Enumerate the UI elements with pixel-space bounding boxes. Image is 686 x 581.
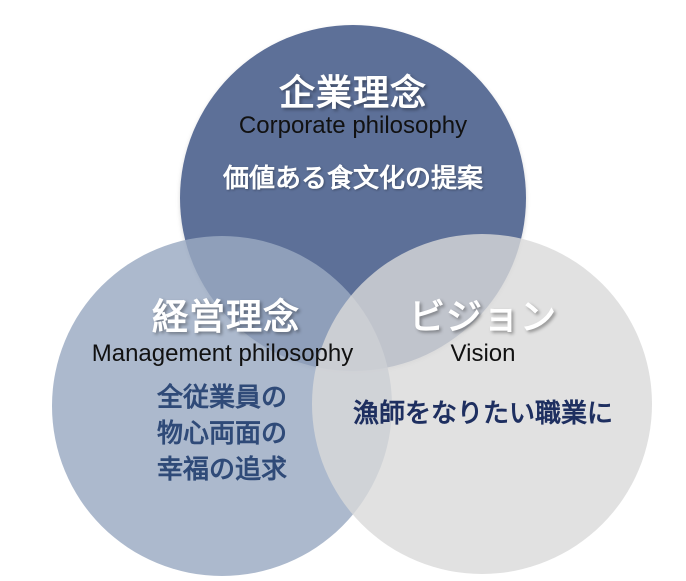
management-subtitle: Management philosophy: [91, 340, 354, 367]
management-circle: [52, 236, 392, 576]
vision-circle: [312, 234, 652, 574]
management-heading: 経営理念: [151, 297, 300, 338]
management-body-line-2: 物心両面の: [156, 419, 287, 449]
corporate-subtitle: Corporate philosophy: [238, 112, 468, 139]
corporate-body: 価値ある食文化の提案: [222, 164, 483, 194]
vision-heading: ビジョン: [408, 297, 557, 338]
management-body-line-1: 全従業員の: [156, 383, 287, 413]
vision-subtitle: Vision: [450, 340, 516, 367]
corporate-heading: 企業理念: [278, 73, 427, 114]
management-body-line-3: 幸福の追求: [156, 455, 287, 485]
vision-body: 漁師をなりたい職業に: [352, 399, 613, 429]
